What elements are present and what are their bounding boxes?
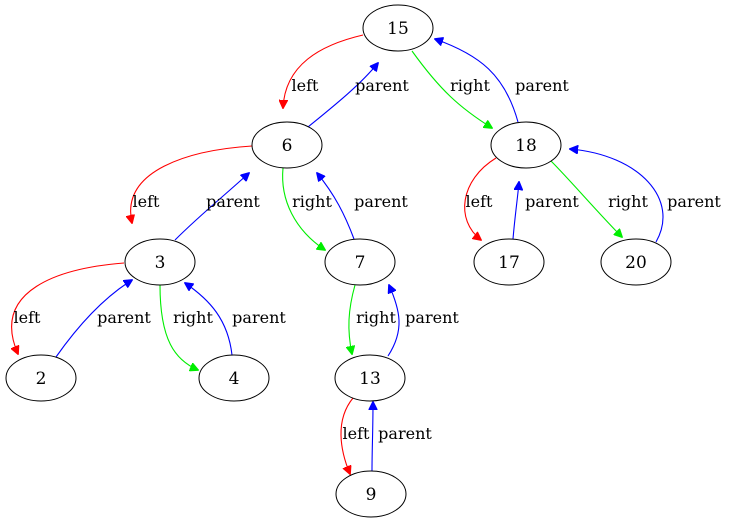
edge-label-left: left <box>14 308 42 327</box>
node-label: 7 <box>355 253 366 273</box>
edge-label-parent: parent <box>355 76 409 95</box>
edge-right-n7-n13 <box>349 284 356 354</box>
node-ellipse <box>335 470 407 518</box>
edge-label-parent: parent <box>232 308 286 327</box>
node-label: 9 <box>366 485 377 505</box>
edge-parent-n6-n15 <box>307 63 378 128</box>
node-label: 18 <box>515 136 537 156</box>
edge-label-left: left <box>133 192 161 211</box>
tree-node-15: 15 <box>362 4 434 52</box>
edge-left-n18-n17 <box>464 157 497 240</box>
tree-node-17: 17 <box>473 238 545 286</box>
node-ellipse <box>198 354 270 402</box>
edge-label-right: right <box>356 308 396 327</box>
tree-node-4: 4 <box>198 354 270 402</box>
tree-node-3: 3 <box>124 238 196 286</box>
node-label: 6 <box>282 136 293 156</box>
edge-left-n15-n6 <box>283 34 364 108</box>
edge-label-parent: parent <box>206 192 260 211</box>
edge-label-right: right <box>292 192 332 211</box>
tree-node-18: 18 <box>490 121 562 169</box>
edge-labels-layer: left parent right parent left parent right pare… <box>14 76 722 443</box>
edge-left-n6-n3 <box>131 145 253 223</box>
tree-node-6: 6 <box>251 121 323 169</box>
edge-label-parent: parent <box>667 192 721 211</box>
edge-right-n18-n20 <box>550 160 622 237</box>
edge-label-parent: parent <box>354 192 408 211</box>
tree-node-7: 7 <box>324 238 396 286</box>
edge-right-n6-n7 <box>282 167 325 250</box>
edge-label-parent: parent <box>515 76 569 95</box>
edge-parent-n20-n18 <box>570 149 664 243</box>
tree-node-20: 20 <box>600 238 672 286</box>
node-ellipse <box>490 121 562 169</box>
tree-node-9: 9 <box>335 470 407 518</box>
node-label: 13 <box>359 369 381 389</box>
edge-left-n3-n2 <box>12 262 125 354</box>
edge-parent-n7-n6 <box>317 173 355 240</box>
edge-parent-n3-n6 <box>174 173 249 241</box>
node-label: 4 <box>229 369 240 389</box>
node-label: 17 <box>498 253 520 273</box>
nodes-layer: 15 6 18 3 7 17 20 2 4 13 9 <box>5 4 672 518</box>
edge-parent-n18-n15 <box>435 39 519 123</box>
node-ellipse <box>473 238 545 286</box>
node-ellipse <box>124 238 196 286</box>
edge-label-parent: parent <box>525 192 579 211</box>
edges-layer <box>12 34 664 474</box>
edge-left-n13-n9 <box>340 397 354 474</box>
edge-label-left: left <box>343 424 371 443</box>
edge-label-parent: parent <box>405 308 459 327</box>
edge-parent-n4-n3 <box>185 283 233 356</box>
edge-label-left: left <box>292 76 320 95</box>
edge-label-right: right <box>173 308 213 327</box>
tree-node-2: 2 <box>5 354 77 402</box>
edge-label-right: right <box>608 192 648 211</box>
edge-label-left: left <box>466 192 494 211</box>
edge-label-parent: parent <box>97 308 151 327</box>
node-label: 15 <box>387 19 409 39</box>
node-ellipse <box>334 354 406 402</box>
node-ellipse <box>5 354 77 402</box>
edge-parent-n17-n18 <box>512 182 519 240</box>
edge-label-right: right <box>450 76 490 95</box>
node-ellipse <box>324 238 396 286</box>
node-ellipse <box>362 4 434 52</box>
edge-parent-n13-n7 <box>387 285 400 357</box>
node-ellipse <box>251 121 323 169</box>
edge-right-n3-n4 <box>159 284 198 370</box>
edge-parent-n2-n3 <box>55 280 132 358</box>
node-label: 20 <box>625 253 647 273</box>
edge-right-n15-n18 <box>411 50 492 128</box>
node-label: 3 <box>155 253 166 273</box>
edge-label-parent: parent <box>378 424 432 443</box>
edge-parent-n9-n13 <box>372 402 373 472</box>
node-label: 2 <box>36 369 47 389</box>
node-ellipse <box>600 238 672 286</box>
tree-node-13: 13 <box>334 354 406 402</box>
